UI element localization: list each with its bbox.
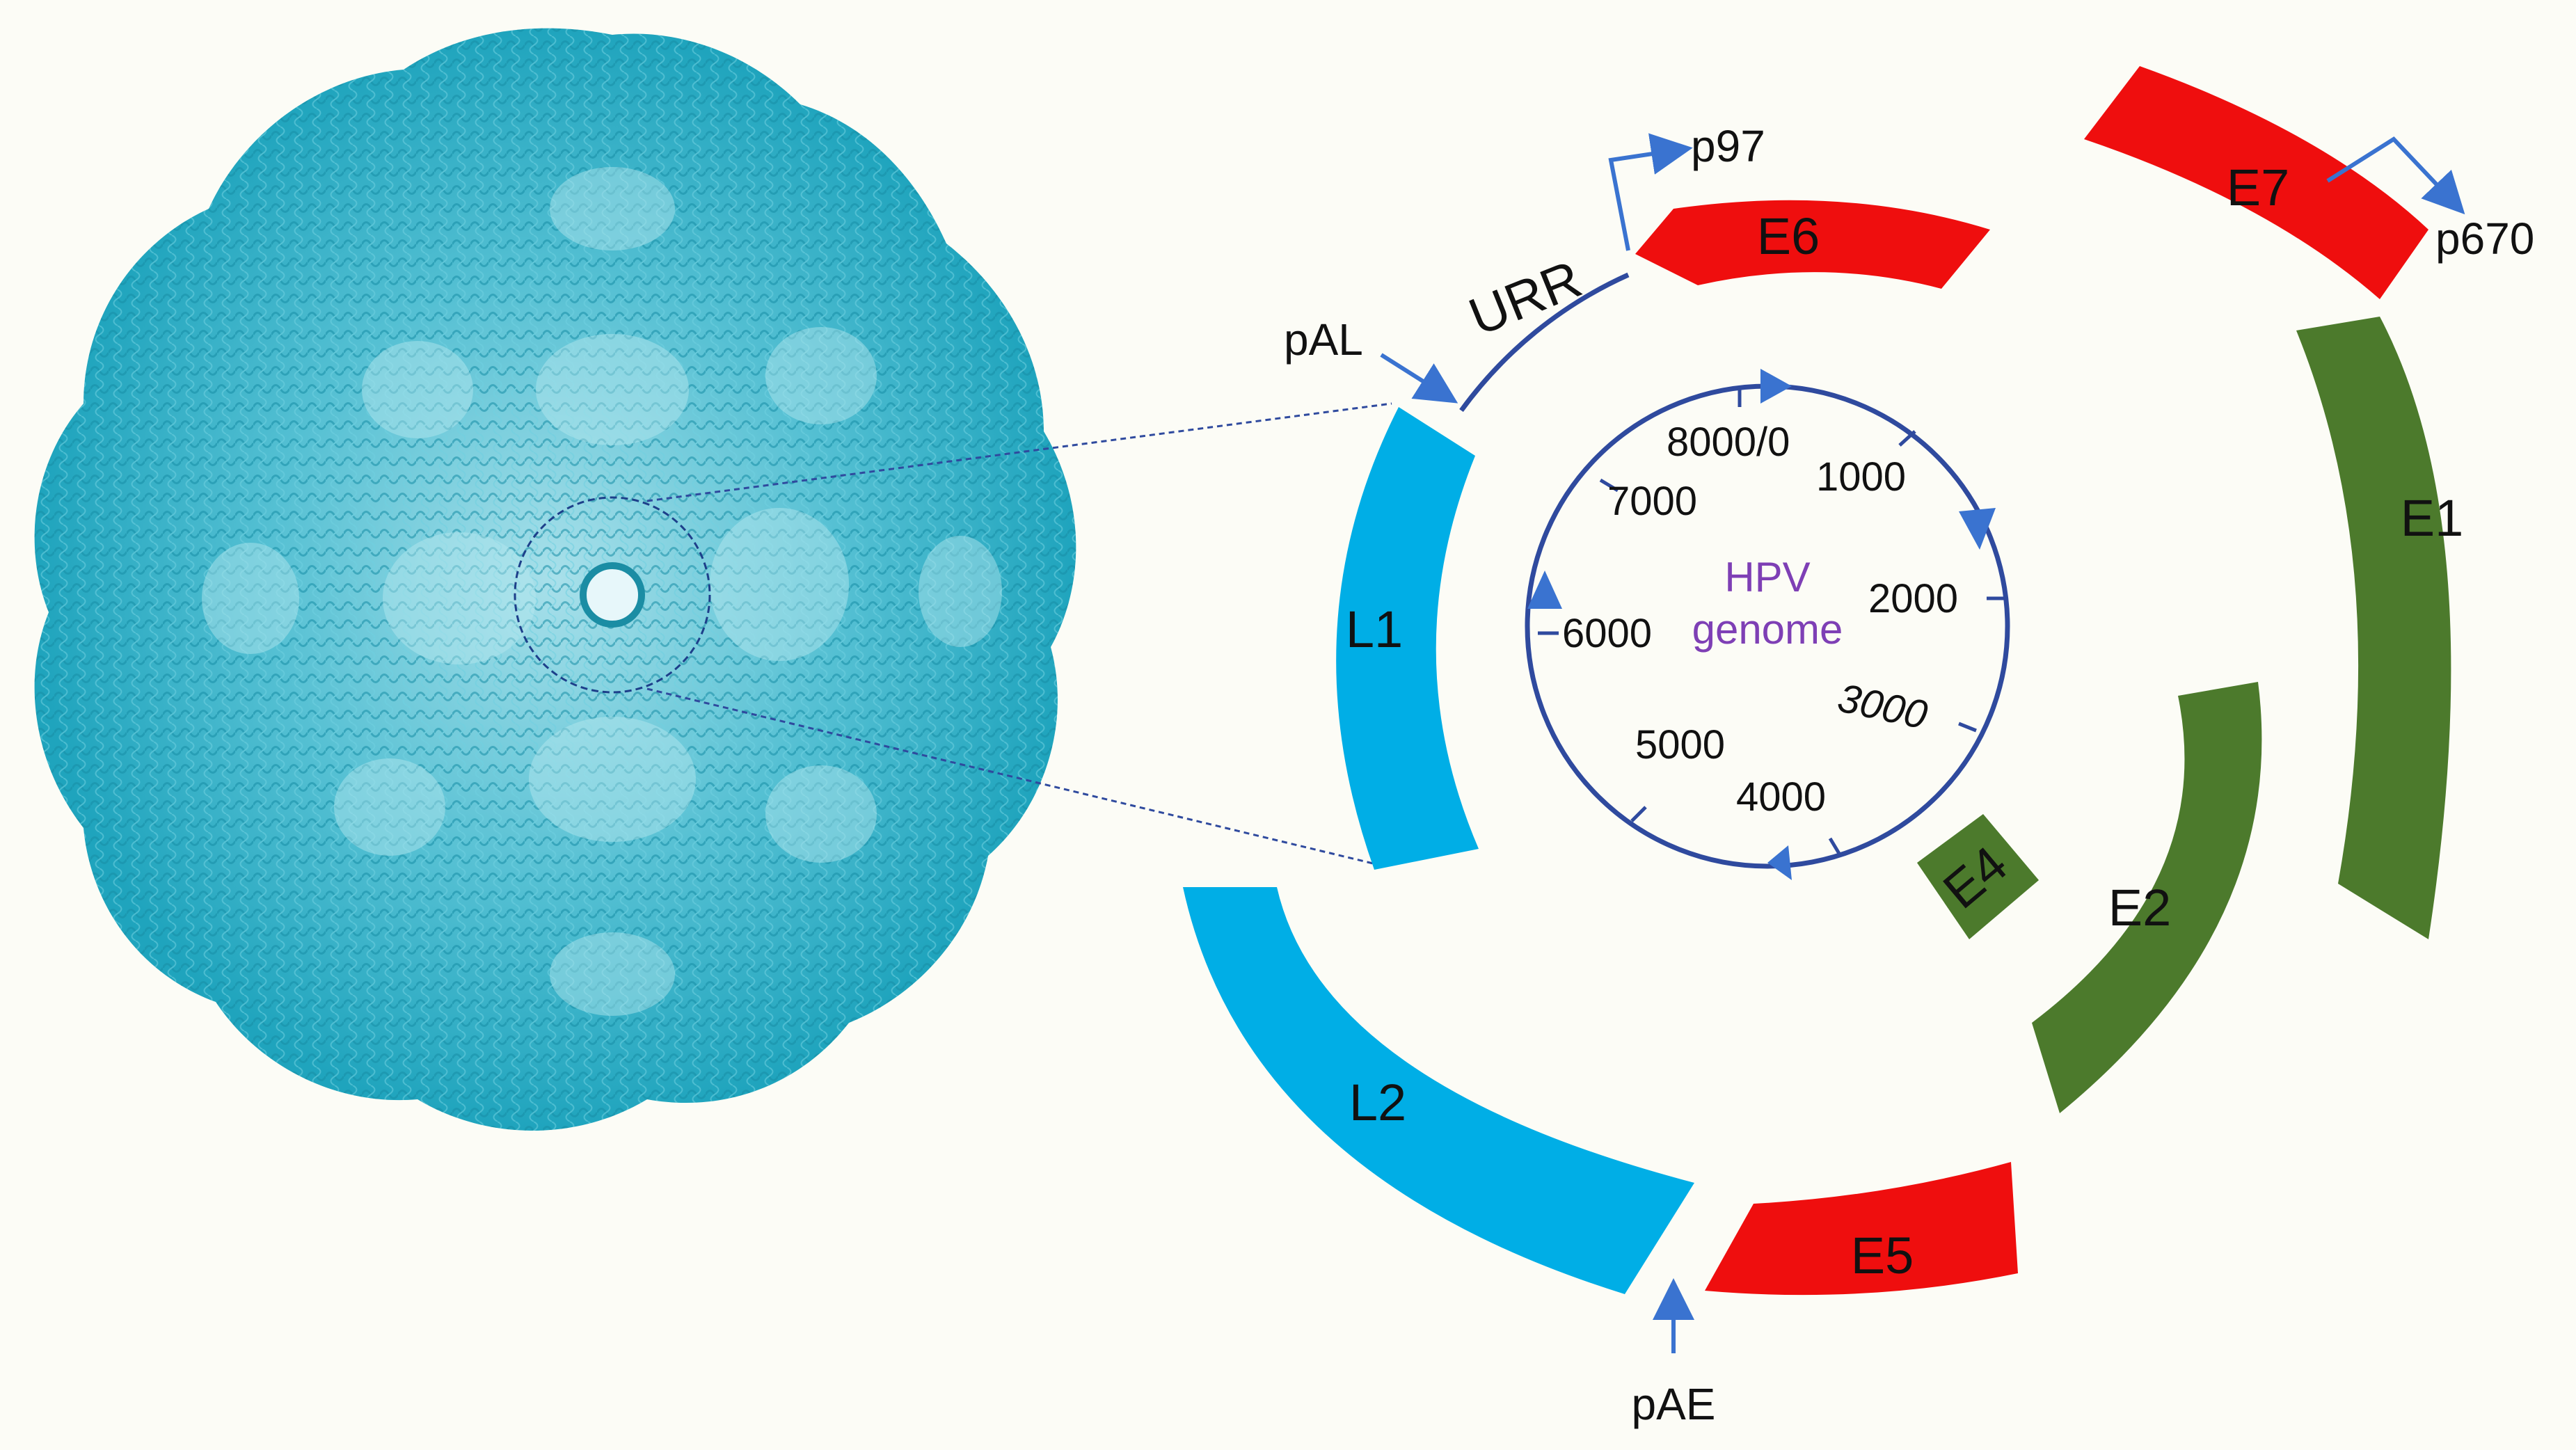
gene-segment-e7	[2084, 66, 2428, 299]
promoter-label-p670: p670	[2435, 214, 2534, 264]
genome-map: 8000/0 1000 2000 3000 4000 5000 6000 700…	[1183, 66, 2534, 1429]
tick-marks	[1538, 386, 2007, 857]
urr-arc	[1459, 272, 1630, 413]
gene-segment-l1	[1336, 407, 1479, 870]
arrow-icon	[1767, 845, 1792, 880]
gene-label-e5: E5	[1851, 1227, 1914, 1284]
gene-segment-e4	[1917, 814, 2039, 939]
gene-label-e7: E7	[2227, 159, 2290, 216]
gene-segment-e5	[1705, 1162, 2018, 1296]
tick-label-5000: 5000	[1635, 722, 1725, 767]
promoter-arrow-p97	[1608, 133, 1693, 251]
gene-label-l1: L1	[1346, 600, 1403, 658]
genome-label-line2: genome	[1692, 606, 1843, 653]
gene-segment-e1	[2296, 317, 2451, 939]
zoom-lines	[646, 402, 1392, 868]
tick-label-3000: 3000	[1834, 675, 1932, 738]
gene-label-e2: E2	[2108, 879, 2172, 937]
tick-label-8000: 8000/0	[1667, 420, 1790, 465]
genome-label-line1: HPV	[1724, 554, 1810, 600]
tick-label-7000: 7000	[1607, 479, 1697, 524]
promoter-label-pal: pAL	[1284, 314, 1363, 365]
gene-segment-e6	[1635, 200, 1990, 289]
arrow-icon	[1959, 508, 1996, 550]
direction-arrows	[1527, 369, 1996, 880]
gene-label-l2: L2	[1349, 1074, 1406, 1131]
tick-label-6000: 6000	[1562, 611, 1652, 656]
promoter-arrow-pal	[1380, 353, 1458, 404]
promoter-arrow-p670	[2326, 136, 2465, 215]
urr-label: URR	[1461, 249, 1590, 346]
promoter-label-pae: pAE	[1632, 1379, 1716, 1429]
arrow-icon	[1760, 369, 1792, 404]
tick-label-1000: 1000	[1816, 454, 1906, 500]
zoom-circle	[514, 496, 711, 694]
gene-segment-l2	[1183, 887, 1694, 1294]
gene-label-e1: E1	[2401, 489, 2464, 547]
capsid-image	[34, 28, 1076, 1131]
gene-label-e6: E6	[1757, 207, 1820, 265]
tick-label-4000: 4000	[1736, 774, 1826, 820]
tick-label-2000: 2000	[1868, 576, 1958, 621]
gene-segment-e2	[2032, 682, 2262, 1113]
arrow-icon	[1527, 571, 1562, 609]
promoter-label-p97: p97	[1691, 121, 1765, 171]
